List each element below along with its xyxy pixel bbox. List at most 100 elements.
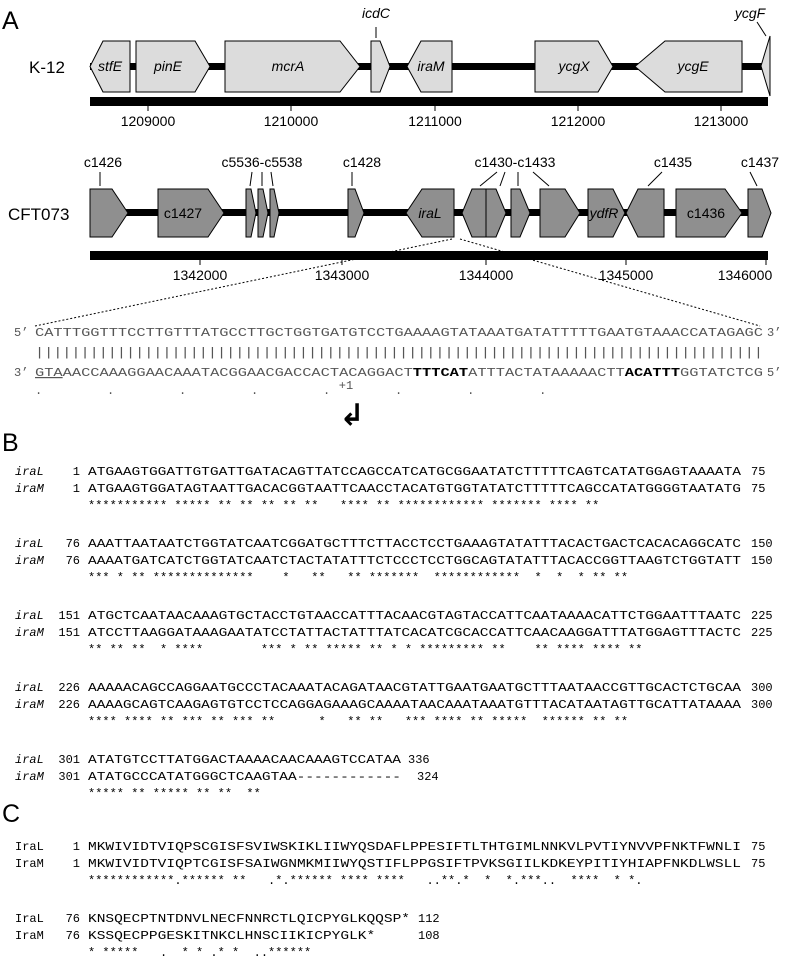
promoter-base-pairs: ||||||||||||||||||||||||||||||||||||||||…	[35, 346, 763, 360]
alignment-name-iraM: iraM	[15, 698, 45, 712]
k12-gene-ycgF	[760, 35, 771, 97]
protein-consensus: * ***** . * * .* * ..******	[88, 946, 311, 960]
cft073-axis-tick-label: 1346000	[718, 267, 773, 283]
k12-gene-icdC	[370, 40, 391, 93]
transcription-start-arrow-icon: ↲	[339, 398, 364, 433]
cft073-gene-c1427	[157, 188, 225, 238]
promoter-sequence: 5’ CATTTGGTTTCCTTGTTTATGCCTTGCTGGTGATGTC…	[14, 326, 781, 433]
protein-start: 76	[66, 929, 80, 943]
promoter-bottom-segment: AACCAAAGGAACAAATACGGAACGACCACTACAGGACT	[63, 366, 413, 380]
cft073-gene-iraL-label: iraL	[418, 205, 441, 221]
alignment-start: 1	[73, 465, 80, 479]
k12-callout-line-ycgF	[756, 21, 767, 37]
k12-gene-mcrA-label: mcrA	[272, 58, 305, 74]
protein-end: 112	[418, 912, 440, 926]
promoter-bottom-suffix: 5’	[767, 366, 781, 380]
cft073-track: CFT073 c1427 iraL ydfR c1436 c1426 c5536…	[8, 154, 779, 327]
k12-axis-tick-label: 1210000	[264, 113, 319, 129]
cft073-axis-tick-label: 1343000	[315, 267, 370, 283]
alignment-end: 150	[751, 554, 773, 568]
protein-name-IraL: IraL	[15, 912, 44, 926]
protein-consensus: ************.****** ** .*.****** **** **…	[88, 874, 643, 888]
k12-gene-pinE	[135, 40, 211, 93]
alignment-name-iraL: iraL	[15, 465, 44, 479]
alignment-start: 226	[58, 698, 80, 712]
alignment-name-iraL: iraL	[15, 609, 44, 623]
k12-gene-pinE-label: pinE	[153, 58, 183, 74]
cft073-gene-c1430	[461, 188, 487, 238]
cft073-gene-ydfR-label: ydfR	[589, 205, 619, 221]
cft073-gene-c1437	[747, 188, 772, 238]
zoom-line-right	[459, 238, 761, 327]
alignment-start: 151	[58, 626, 80, 640]
k12-gene-ycgX	[534, 40, 614, 93]
k12-gene-stfE	[89, 40, 131, 93]
cft073-axis-tick-label: 1345000	[599, 267, 654, 283]
cft073-strain-label: CFT073	[8, 205, 69, 224]
cft073-callout-c1428: c1428	[343, 154, 381, 170]
cft073-gene-c1433	[539, 188, 581, 238]
protein-end: 108	[418, 929, 440, 943]
protein-name-IraM: IraM	[15, 929, 44, 943]
k12-gene-stfE-label: stfE	[98, 58, 123, 74]
cft073-gene-c1426	[89, 188, 129, 238]
cft073-callout-line	[249, 171, 253, 187]
cft073-gene-c1427-label: c1427	[164, 205, 202, 221]
k12-axis-bar	[90, 97, 768, 106]
cft073-callout-c1426: c1426	[84, 154, 122, 170]
k12-axis-tick-label: 1212000	[551, 113, 606, 129]
k12-callout-icdC: icdC	[362, 5, 391, 21]
alignment-name-iraM: iraM	[15, 626, 45, 640]
alignment-seq-iraM: AAAATGATCATCTGGTATCAATCTACTATATTTCTCCCTC…	[88, 554, 741, 568]
cft073-axis-tick-label: 1342000	[173, 267, 228, 283]
alignment-start: 76	[66, 554, 80, 568]
promoter-minus10-box: TTTCAT	[413, 366, 468, 380]
alignment-seq-iraM: ATGAAGTGGATAGTAATTGACACGGTAATTCAACCTACAT…	[88, 482, 741, 496]
alignment-name-iraM: iraM	[15, 482, 45, 496]
cft073-gene-c1431	[485, 188, 507, 238]
protein-alignment: IraL 1 MKWIVIDTVIQPSCGISFSVIWSKIKLIIWYQS…	[15, 840, 765, 960]
protein-start: 1	[73, 857, 80, 871]
alignment-start: 76	[66, 537, 80, 551]
alignment-end: 75	[751, 482, 765, 496]
alignment-name-iraM: iraM	[15, 554, 45, 568]
alignment-end: 324	[417, 770, 439, 784]
alignment-seq-iraM: AAAAGCAGTCAAGAGTGTCCTCCAGGAGAAAGCAAAATAA…	[88, 698, 742, 712]
alignment-name-iraL: iraL	[15, 681, 44, 695]
alignment-consensus: *********** ***** ** ** ** ** ** **** **…	[88, 499, 599, 513]
alignment-start: 301	[58, 770, 80, 784]
cft073-axis-bar	[90, 251, 768, 260]
protein-seq-IraM: KSSQECPPGESKITNKCLHNSCIIKICPYGLK*	[88, 929, 410, 943]
panel-a-letter: A	[2, 7, 19, 35]
nucleotide-alignment: iraL 1 ATGAAGTGGATTGTGATTGATACAGTTATCCAG…	[15, 465, 773, 801]
cft073-gene-c1436	[675, 188, 743, 238]
alignment-consensus: *** * ** ************** * ** ** ******* …	[88, 571, 628, 585]
cft073-callout-c5536-c5538: c5536-c5538	[222, 154, 303, 170]
cft073-callout-line	[532, 171, 550, 187]
alignment-start: 151	[58, 609, 80, 623]
cft073-gene-c1436-label: c1436	[687, 205, 725, 221]
protein-name-IraL: IraL	[15, 840, 44, 854]
promoter-minus35-box: ACATTT	[625, 366, 680, 380]
alignment-end: 300	[751, 698, 773, 712]
alignment-end: 300	[751, 681, 773, 695]
cft073-callout-c1437: c1437	[741, 154, 779, 170]
protein-start: 76	[66, 912, 80, 926]
alignment-end: 225	[751, 626, 773, 640]
promoter-position-dots: . . . . . . . .	[35, 384, 546, 398]
alignment-name-iraL: iraL	[15, 753, 44, 767]
protein-end: 75	[751, 840, 765, 854]
protein-start: 1	[73, 840, 80, 854]
panel-b-letter: B	[2, 429, 19, 457]
k12-gene-ycgX-label: ycgX	[557, 58, 590, 74]
transcription-start-label: +1	[339, 379, 353, 393]
alignment-seq-iraL: ATGCTCAATAACAAAGTGCTACCTGTAACCATTTACAACG…	[88, 609, 741, 623]
protein-seq-IraM: MKWIVIDTVIQPTCGISFSAIWGNMKMIIWYQSTIFLPPG…	[88, 857, 741, 871]
protein-seq-IraL: MKWIVIDTVIQPSCGISFSVIWSKIKLIIWYQSDAFLPPE…	[88, 840, 741, 854]
k12-gene-ycgE-label: ycgE	[676, 58, 709, 74]
cft073-gene-c1432	[510, 188, 531, 238]
alignment-name-iraM: iraM	[15, 770, 45, 784]
k12-gene-iraM-label: iraM	[417, 58, 445, 74]
cft073-callout-c1435: c1435	[654, 154, 692, 170]
alignment-seq-iraM: ATCCTTAAGGATAAAGAATATCCTATTACTATTTATCACA…	[88, 626, 741, 640]
